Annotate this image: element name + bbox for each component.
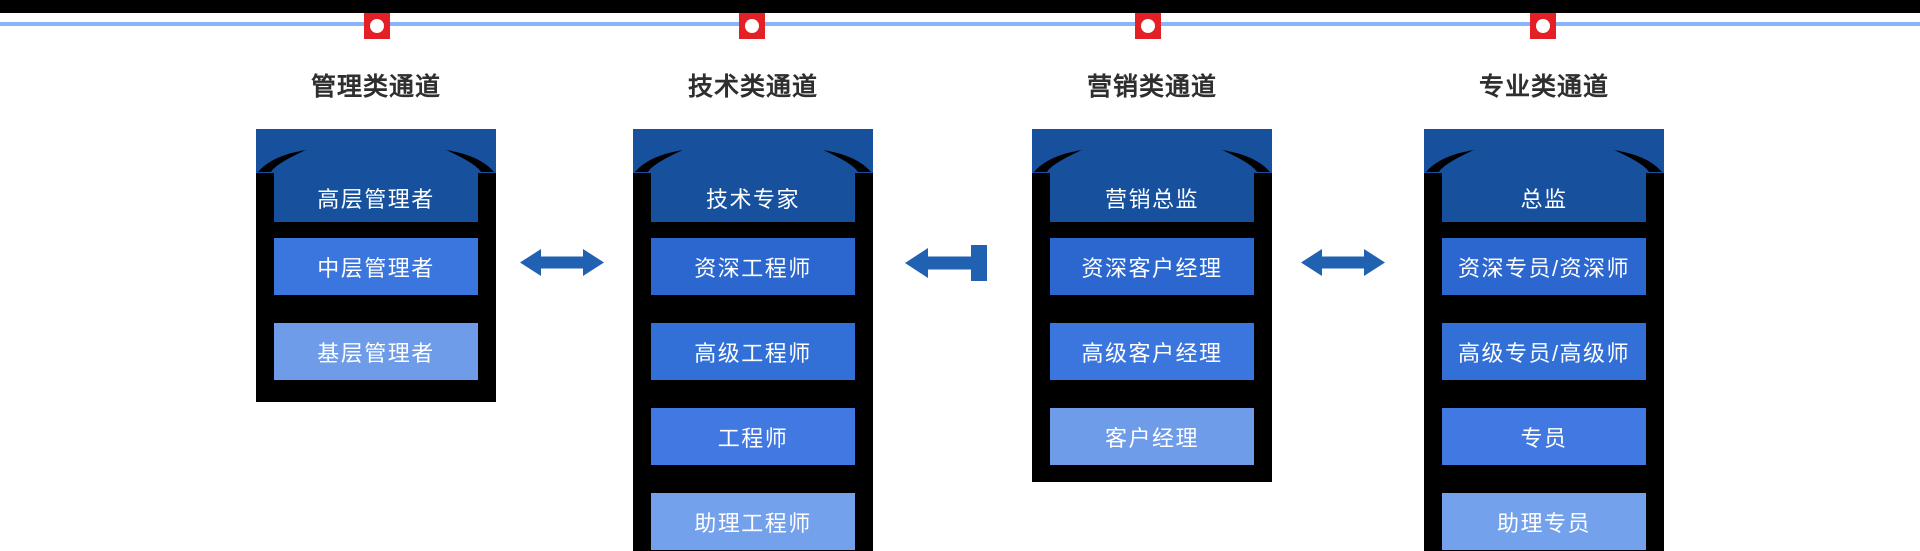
level-box: 资深工程师 (651, 238, 855, 295)
timeline-line (0, 22, 1920, 26)
roof-wing-icon (635, 150, 871, 173)
roof-wing-icon (258, 150, 494, 173)
double-arrow-icon (520, 247, 604, 278)
level-box: 工程师 (651, 408, 855, 465)
arrow-roof-band (1424, 129, 1664, 173)
channel-title: 专业类通道 (1478, 73, 1609, 101)
level-box: 高级专员/高级师 (1442, 323, 1646, 380)
left-arrow-bar-icon (905, 244, 992, 282)
arrow-roof-band (1032, 129, 1272, 173)
marker-dot-icon (1536, 19, 1550, 33)
level-box: 高层管理者 (274, 173, 478, 222)
level-box: 营销总监 (1050, 173, 1254, 222)
level-box: 专员 (1442, 408, 1646, 465)
arrow-roof-band (633, 129, 873, 173)
level-box: 助理工程师 (651, 493, 855, 550)
level-box: 总监 (1442, 173, 1646, 222)
channel-title: 营销类通道 (1086, 73, 1217, 101)
channel-ladder: 总监资深专员/资深师高级专员/高级师专员助理专员 (1424, 129, 1664, 551)
marker-dot-icon (370, 19, 384, 33)
arrow-roof-band (256, 129, 496, 173)
level-box: 资深专员/资深师 (1442, 238, 1646, 295)
double-arrow-icon (1301, 247, 1385, 278)
level-box: 助理专员 (1442, 493, 1646, 550)
level-box: 基层管理者 (274, 323, 478, 380)
level-box: 中层管理者 (274, 238, 478, 295)
roof-wing-icon (1034, 150, 1270, 173)
channel-title: 管理类通道 (310, 73, 441, 101)
timeline-marker-icon (1530, 13, 1556, 39)
channel-ladder: 高层管理者中层管理者基层管理者 (256, 129, 496, 402)
marker-dot-icon (1141, 19, 1155, 33)
level-box: 技术专家 (651, 173, 855, 222)
timeline-marker-icon (1135, 13, 1161, 39)
channel-ladder: 技术专家资深工程师高级工程师工程师助理工程师 (633, 129, 873, 551)
timeline-marker-icon (364, 13, 390, 39)
level-box: 客户经理 (1050, 408, 1254, 465)
timeline-marker-icon (739, 13, 765, 39)
level-box: 高级工程师 (651, 323, 855, 380)
top-black-bar (0, 0, 1920, 13)
channel-title: 技术类通道 (687, 73, 818, 101)
level-box: 高级客户经理 (1050, 323, 1254, 380)
marker-dot-icon (745, 19, 759, 33)
level-box: 资深客户经理 (1050, 238, 1254, 295)
channel-ladder: 营销总监资深客户经理高级客户经理客户经理 (1032, 129, 1272, 482)
roof-wing-icon (1426, 150, 1662, 173)
